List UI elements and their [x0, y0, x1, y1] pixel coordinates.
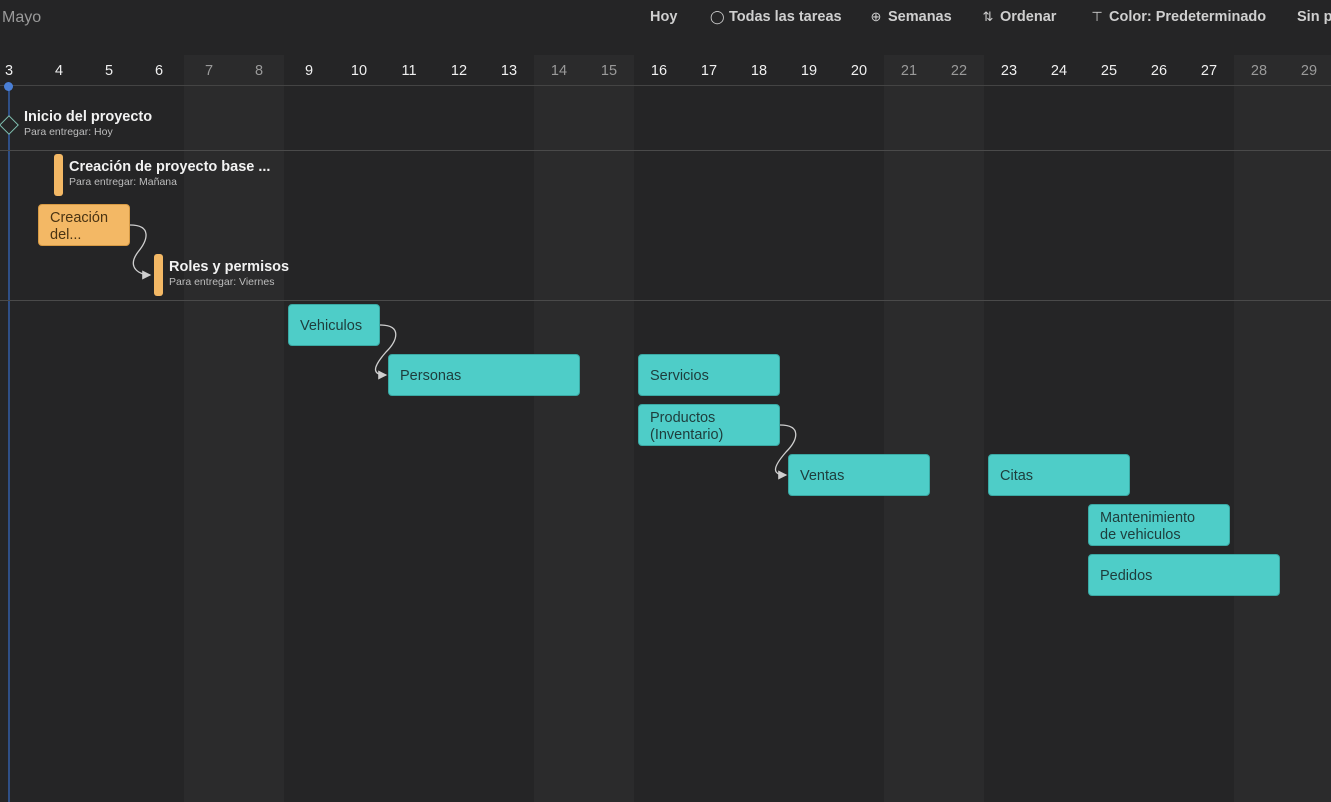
timeline-grid — [0, 55, 1331, 802]
today-line — [8, 86, 10, 802]
group-button[interactable]: Sin p — [1297, 9, 1331, 25]
weeks-zoom-button[interactable]: ⊕ Semanas — [869, 9, 952, 25]
task-title: Citas — [1000, 468, 1034, 484]
day-number: 10 — [350, 63, 368, 79]
zoom-in-icon: ⊕ — [870, 9, 882, 24]
task-title-line: (Inventario) — [650, 426, 724, 443]
day-number: 17 — [700, 63, 718, 79]
task-title: Pedidos — [1100, 568, 1153, 584]
day-number: 22 — [950, 63, 968, 79]
task-title-line: del... — [50, 226, 82, 243]
task-title-line: Productos — [650, 409, 716, 426]
task-bar-ventas[interactable]: Ventas — [788, 454, 930, 496]
day-number: 8 — [254, 63, 264, 79]
day-number: 9 — [304, 63, 314, 79]
task-bar-personas[interactable]: Personas — [388, 354, 580, 396]
milestone-due: Para entregar: Hoy — [24, 126, 113, 138]
group-label: Sin p — [1297, 9, 1331, 25]
weekend-column — [934, 55, 984, 802]
task-bar-roles[interactable] — [154, 254, 163, 296]
month-label: Mayo — [2, 9, 42, 26]
day-number: 15 — [600, 63, 618, 79]
timeline-toolbar: Mayo Hoy ◯ Todas las tareas ⊕ Semanas ⇅ Ord… — [0, 0, 1331, 36]
day-number: 21 — [900, 63, 918, 79]
task-bar-creacion[interactable]: Creación del... — [38, 204, 130, 246]
day-number: 6 — [154, 63, 164, 79]
day-number: 3 — [4, 63, 14, 79]
task-title: Ventas — [800, 468, 845, 484]
task-due: Para entregar: Viernes — [169, 276, 275, 288]
task-due: Para entregar: Mañana — [69, 176, 177, 188]
day-number: 23 — [1000, 63, 1018, 79]
weekend-column — [234, 55, 284, 802]
color-label: Color: Predeterminado — [1109, 9, 1267, 25]
sort-arrows-icon: ⇅ — [982, 9, 994, 24]
all-tasks-label: Todas las tareas — [729, 9, 842, 25]
day-number: 13 — [500, 63, 518, 79]
task-title-line: Mantenimiento — [1100, 509, 1196, 526]
weekend-column — [884, 55, 934, 802]
milestone-label[interactable]: Inicio del proyecto Para entregar: Hoy — [24, 109, 152, 139]
today-button[interactable]: Hoy — [650, 9, 677, 25]
task-bar-servicios[interactable]: Servicios — [638, 354, 780, 396]
day-number: 25 — [1100, 63, 1118, 79]
day-number: 7 — [204, 63, 214, 79]
day-header: 3 4 5 6 7 8 9 10 11 12 13 14 15 16 17 18 19 20 21 22 23 24 25 2… — [0, 55, 1331, 86]
milestone-title: Inicio del proyecto — [24, 109, 153, 125]
task-title: Creación de proyecto base ... — [69, 159, 271, 175]
task-bar-vehiculos[interactable]: Vehiculos — [288, 304, 380, 346]
weekend-column — [1284, 55, 1331, 802]
day-number: 28 — [1250, 63, 1268, 79]
task-label-base-project[interactable]: Creación de proyecto base ... Para entre… — [69, 159, 270, 189]
check-circle-icon: ◯ — [710, 9, 725, 24]
day-number: 14 — [550, 63, 568, 79]
group-separator — [0, 300, 1331, 301]
task-title: Roles y permisos — [169, 259, 290, 275]
sort-button[interactable]: ⇅ Ordenar — [981, 9, 1057, 25]
weekend-column — [1234, 55, 1284, 802]
day-number: 11 — [401, 63, 417, 79]
weekend-column — [184, 55, 234, 802]
weeks-label: Semanas — [888, 9, 952, 25]
day-number: 19 — [800, 63, 818, 79]
task-title-line: de vehiculos — [1100, 526, 1181, 543]
day-number: 27 — [1200, 63, 1218, 79]
sort-label: Ordenar — [1000, 9, 1057, 25]
task-bar-citas[interactable]: Citas — [988, 454, 1130, 496]
day-number: 4 — [54, 63, 64, 79]
day-number: 29 — [1300, 63, 1318, 79]
today-label: Hoy — [650, 9, 678, 25]
day-number: 18 — [750, 63, 768, 79]
paint-roller-icon: ⊤ — [1091, 9, 1103, 24]
task-title: Servicios — [650, 368, 709, 384]
day-number: 16 — [650, 63, 668, 79]
all-tasks-button[interactable]: ◯ Todas las tareas — [710, 9, 842, 25]
group-separator — [0, 150, 1331, 151]
task-bar-pedidos[interactable]: Pedidos — [1088, 554, 1280, 596]
weekend-column — [584, 55, 634, 802]
task-title: Vehiculos — [300, 318, 363, 334]
day-number: 20 — [850, 63, 868, 79]
today-marker — [4, 82, 13, 91]
task-bar-productos[interactable]: Productos (Inventario) — [638, 404, 780, 446]
task-label-roles[interactable]: Roles y permisos Para entregar: Viernes — [169, 259, 289, 289]
task-title-line: Creación — [50, 209, 109, 226]
task-title: Personas — [400, 368, 462, 384]
day-number: 5 — [104, 63, 114, 79]
day-number: 26 — [1150, 63, 1168, 79]
day-number: 24 — [1050, 63, 1068, 79]
day-number: 12 — [450, 63, 468, 79]
task-bar-base-project[interactable] — [54, 154, 63, 196]
task-bar-mantenimiento[interactable]: Mantenimiento de vehiculos — [1088, 504, 1230, 546]
weekend-column — [534, 55, 584, 802]
color-button[interactable]: ⊤ Color: Predeterminado — [1090, 9, 1266, 25]
